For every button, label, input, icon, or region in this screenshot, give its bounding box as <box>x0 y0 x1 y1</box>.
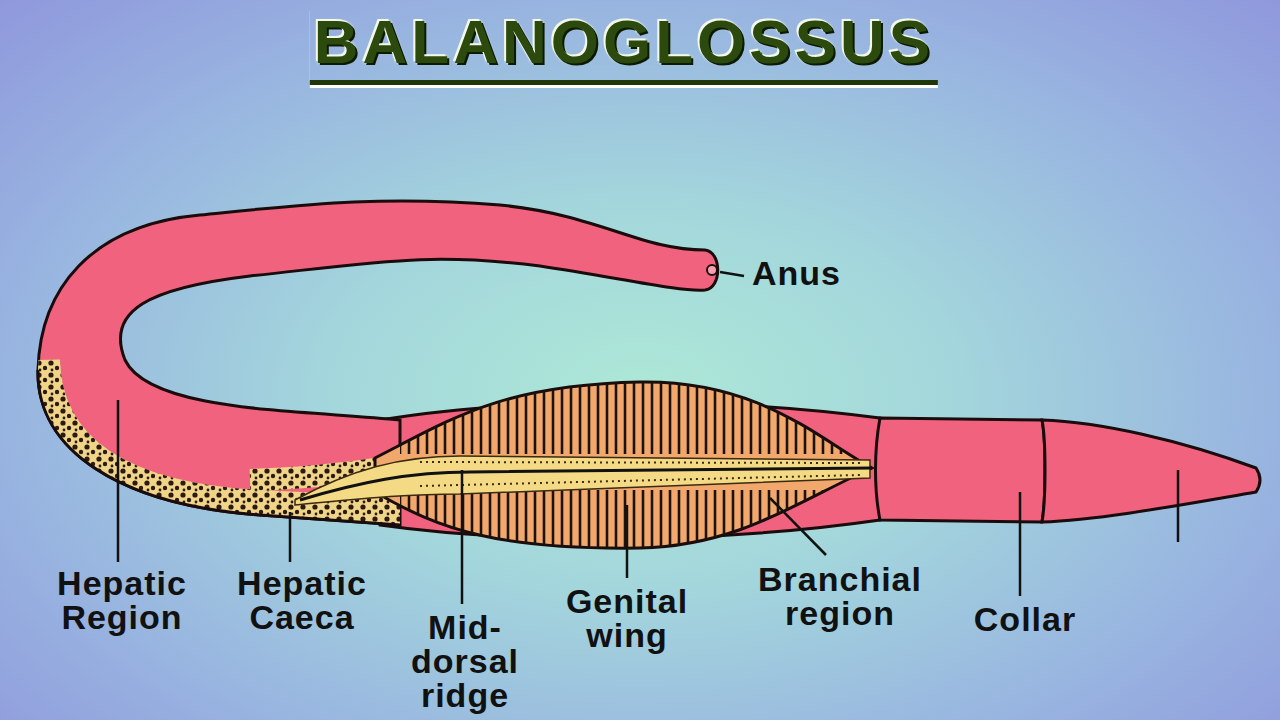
part-label: Genital wing <box>547 584 707 652</box>
ridge-dots <box>420 462 860 486</box>
part-label: Branchial region <box>740 562 940 630</box>
part-label: Hepatic Region <box>37 566 207 634</box>
body-outline <box>38 370 400 525</box>
leader-lines <box>118 272 1178 604</box>
ridge-line <box>300 468 872 500</box>
proboscis <box>1042 420 1260 522</box>
diagram-title: BALANOGLOSSUS <box>310 8 938 85</box>
anus-opening <box>707 265 717 275</box>
part-label: Collar <box>974 602 1076 636</box>
part-label: Mid- dorsal ridge <box>400 610 530 712</box>
part-label: Anus <box>752 256 841 290</box>
part-label: Hepatic Caeca <box>217 566 387 634</box>
